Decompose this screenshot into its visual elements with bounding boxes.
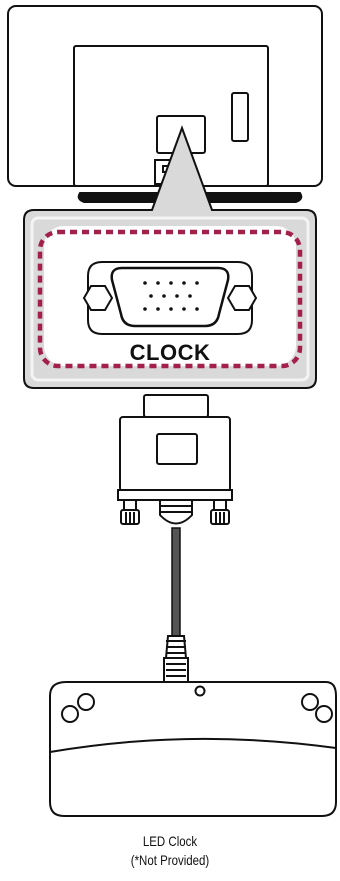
device-name: LED Clock [142, 833, 198, 849]
vga-port-icon [82, 261, 258, 335]
vga-connector-icon [117, 394, 233, 525]
cable-icon [163, 527, 189, 683]
device-note: (*Not Provided) [130, 852, 210, 868]
tv-back-icon [7, 5, 323, 203]
clock-port-label: CLOCK [129, 340, 211, 365]
led-clock-device-icon [49, 681, 337, 817]
